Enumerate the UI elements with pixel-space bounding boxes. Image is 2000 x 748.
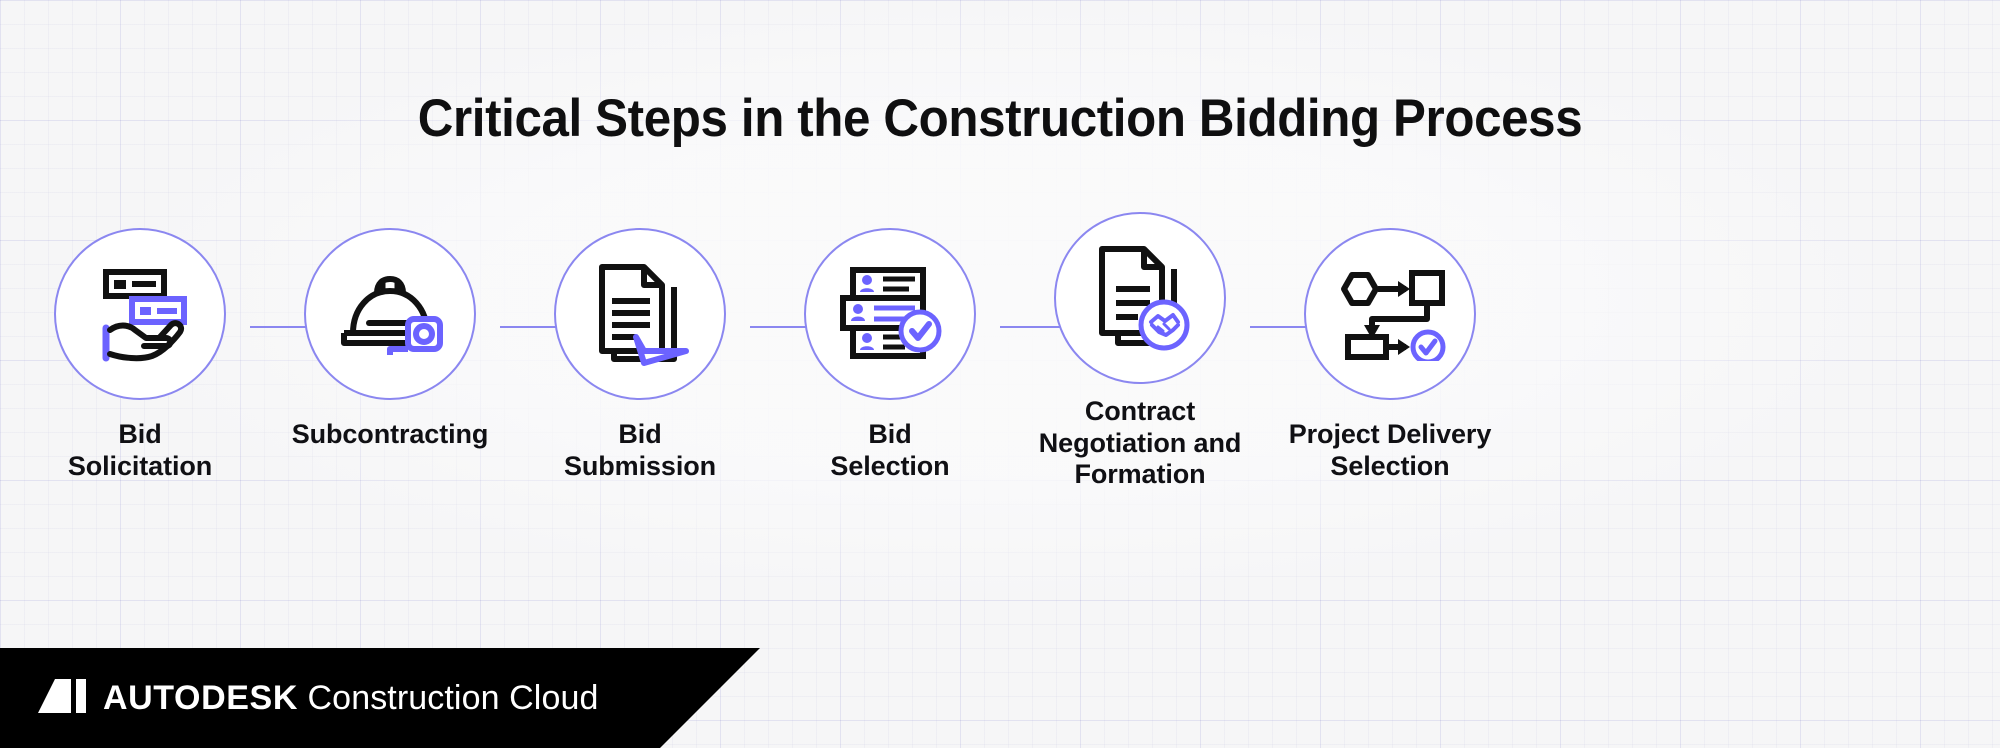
- hand-holding-bid-cards-icon: [88, 266, 192, 362]
- step-icon-circle: [804, 228, 976, 400]
- step-icon-circle: [554, 228, 726, 400]
- step-bid-solicitation[interactable]: Bid Solicitation: [25, 228, 255, 482]
- step-icon-circle: [54, 228, 226, 400]
- page-title: Critical Steps in the Construction Biddi…: [417, 89, 1583, 148]
- step-label: Bid Solicitation: [67, 419, 213, 481]
- brand-text: AUTODESK Construction Cloud: [103, 679, 598, 718]
- autodesk-logo-mark: [38, 678, 86, 718]
- hard-hat-tape-measure-icon: [336, 271, 444, 357]
- process-steps-row: Bid Solicitation: [0, 212, 2000, 528]
- step-bid-submission[interactable]: Bid Submission: [525, 228, 755, 482]
- step-label: Bid Selection: [830, 419, 950, 481]
- bidder-cards-checkmark-icon: [835, 264, 945, 364]
- step-label: Bid Submission: [563, 419, 717, 481]
- brand-construction-cloud: Construction Cloud: [307, 678, 599, 717]
- step-label: Contract Negotiation and Formation: [1038, 396, 1242, 490]
- step-label: Subcontracting: [291, 419, 489, 449]
- step-contract-negotiation[interactable]: Contract Negotiation and Formation: [1025, 212, 1255, 491]
- step-icon-circle: [1054, 212, 1226, 384]
- step-label: Project Delivery Selection: [1288, 419, 1492, 481]
- step-project-delivery-selection[interactable]: Project Delivery Selection: [1275, 228, 1505, 482]
- documents-send-arrow-icon: [590, 259, 690, 369]
- step-icon-circle: [304, 228, 476, 400]
- autodesk-brand-banner: AUTODESK Construction Cloud: [0, 648, 760, 748]
- flowchart-checkmark-icon: [1334, 267, 1446, 361]
- brand-autodesk: AUTODESK: [103, 678, 298, 717]
- contract-handshake-icon: [1088, 243, 1192, 353]
- step-icon-circle: [1304, 228, 1476, 400]
- step-bid-selection[interactable]: Bid Selection: [775, 228, 1005, 482]
- step-subcontracting[interactable]: Subcontracting: [275, 228, 505, 451]
